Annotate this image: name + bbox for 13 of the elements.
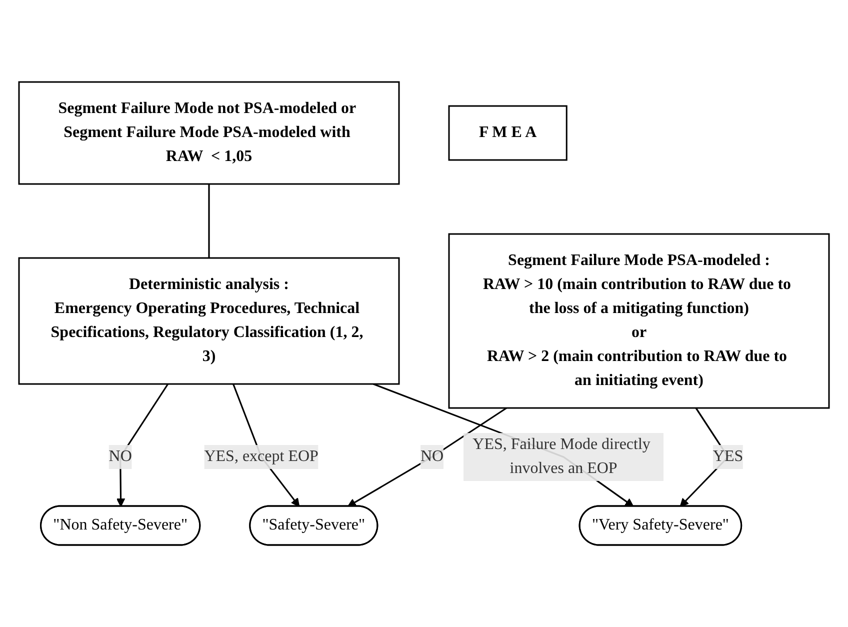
edge-label: YES, except EOP [204, 448, 318, 465]
node-box: Segment Failure Mode not PSA-modeled or Segment Failure Mode PSA-modeled with RAW < 1,05 [18, 81, 400, 185]
node-box: F M E A [448, 105, 568, 161]
connector [208, 184, 210, 258]
node-box: Deterministic analysis : Emergency Operating Procedures, Technical Specifications, Regulatory Classification (1, 2, 3) [18, 257, 400, 385]
node-box: Segment Failure Mode PSA-modeled : RAW > 10 (main contribution to RAW due to the loss of a mitigating function) or RAW > 2 (main contribution to RAW due to an initiating event) [448, 233, 830, 409]
edge-label: NO [420, 448, 444, 465]
arrow [347, 407, 508, 507]
edge-label: YES [712, 448, 744, 465]
edge-label: YES, Failure Mode directly involves an EOP [472, 436, 650, 477]
arrow [372, 383, 634, 507]
edge-label: NO [108, 448, 132, 465]
arrow [116, 384, 169, 507]
